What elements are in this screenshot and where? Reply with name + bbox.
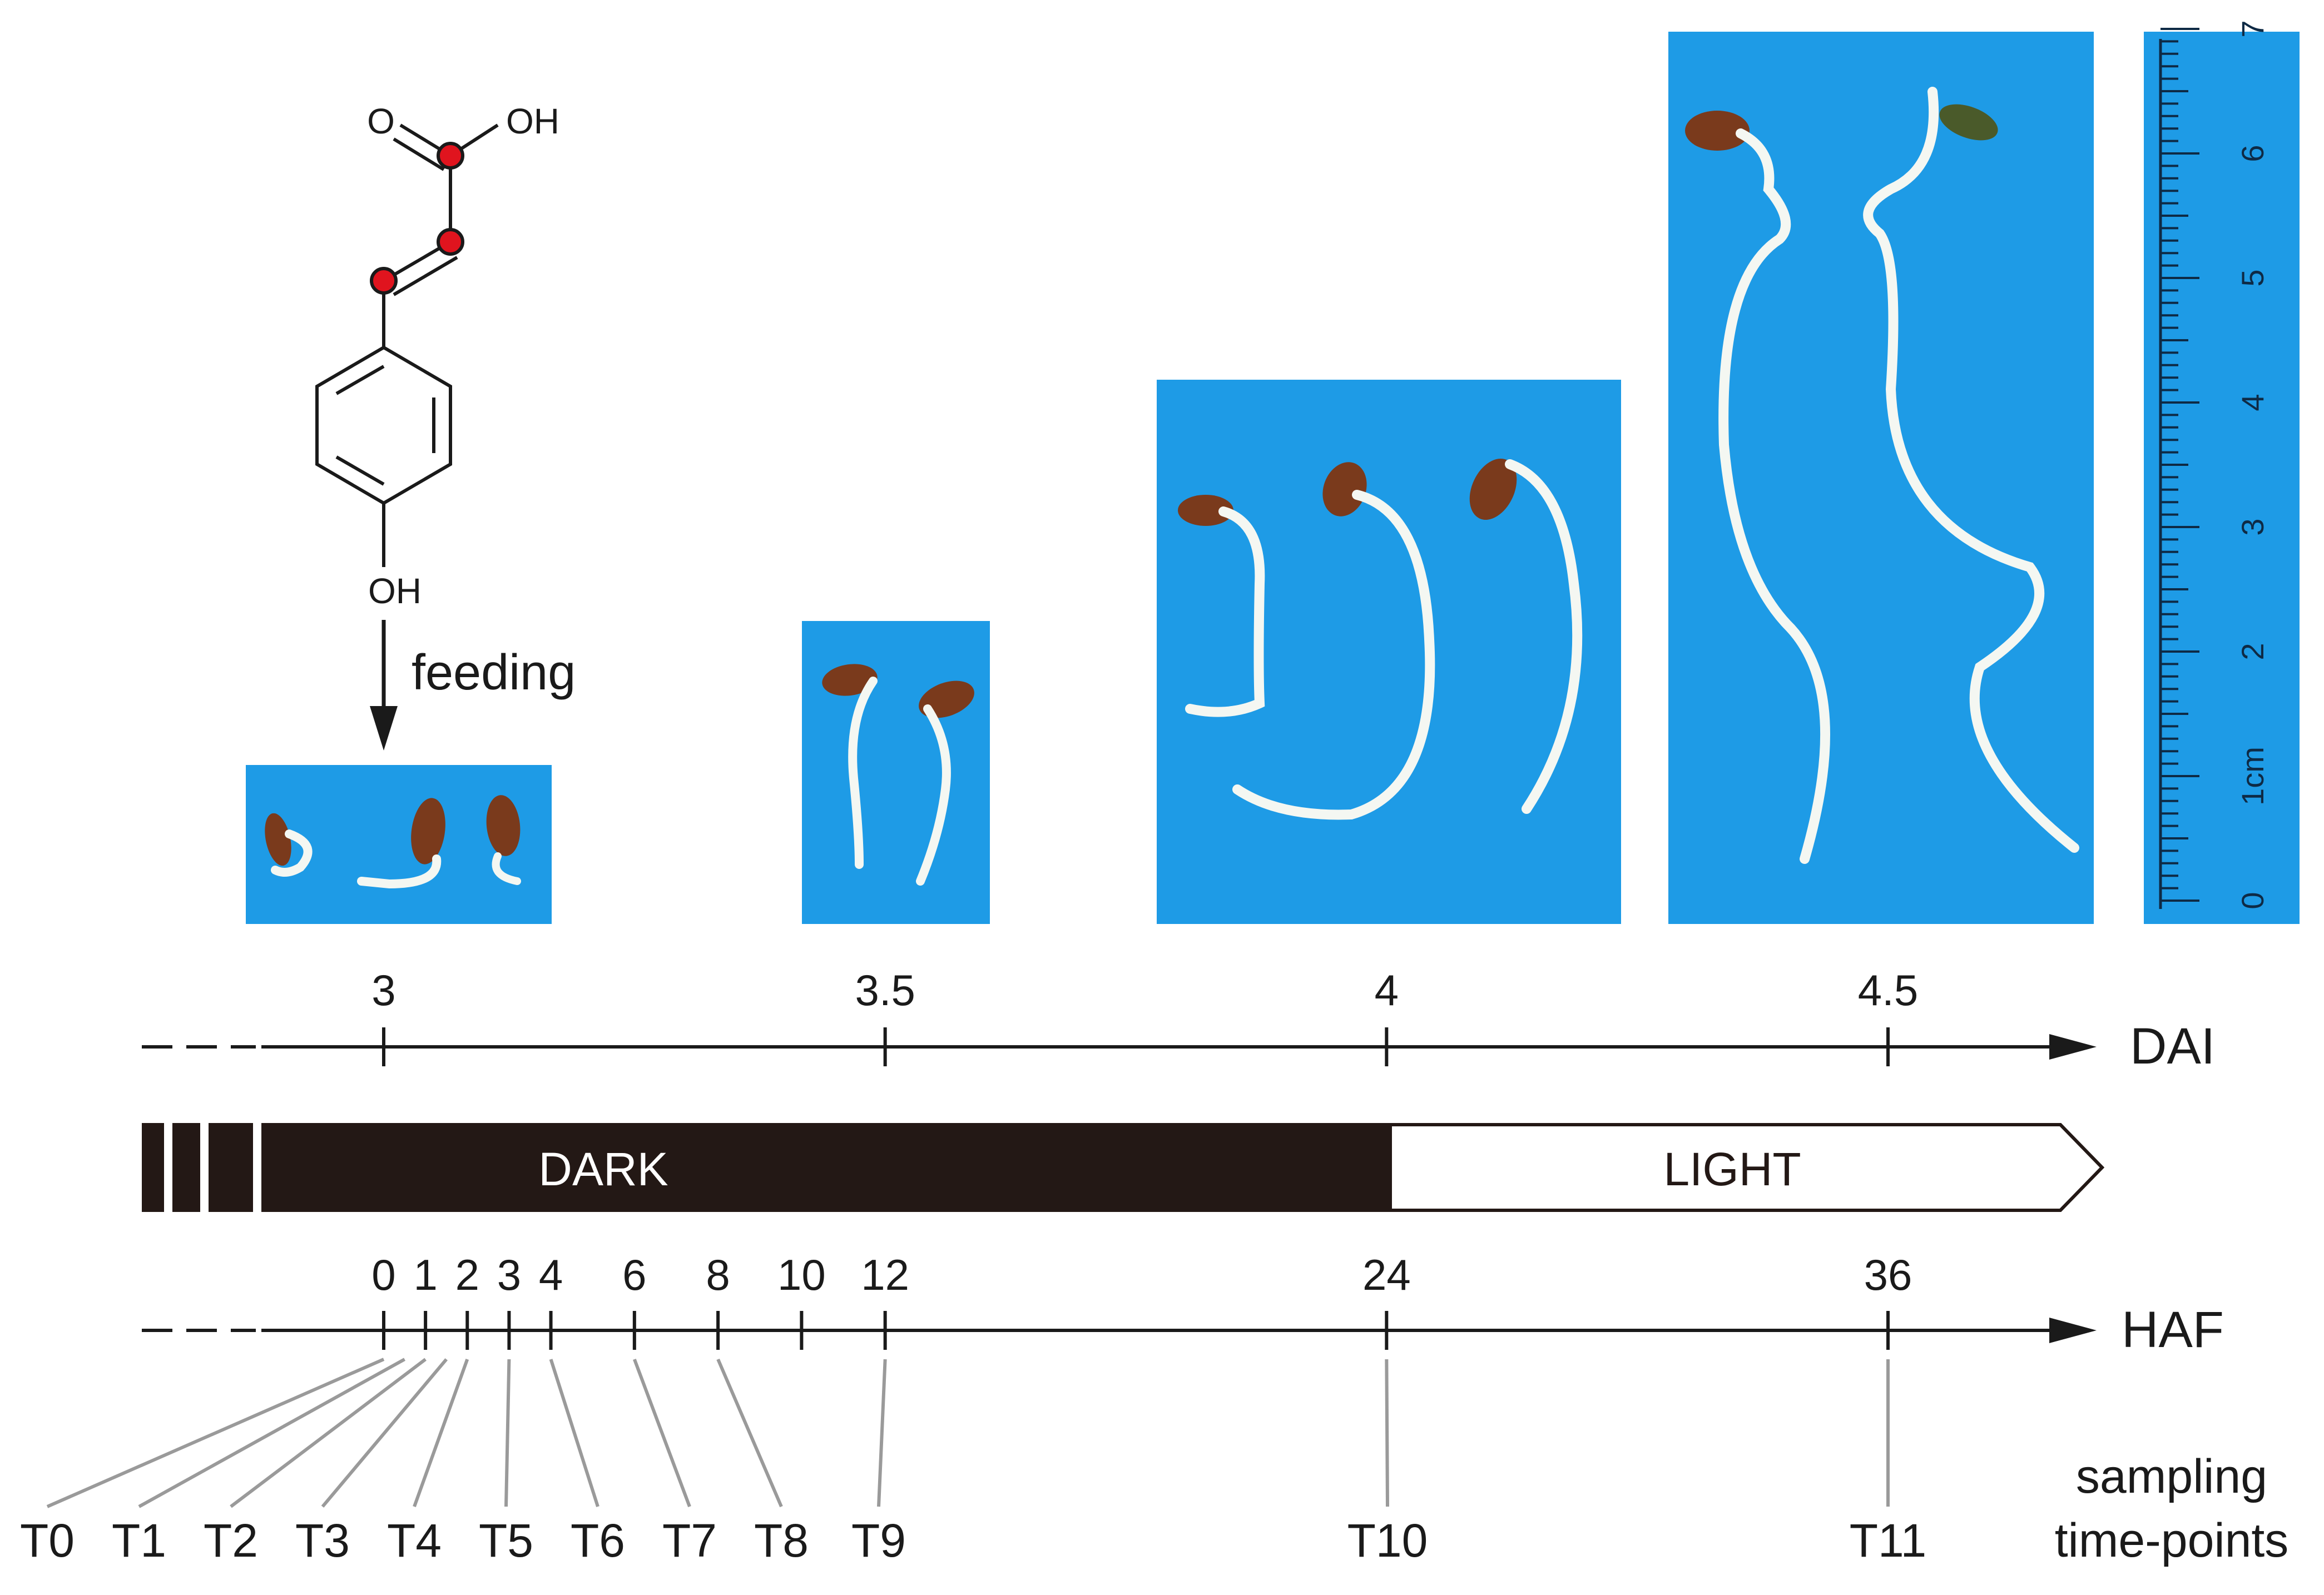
haf-tick-label-4: 4 (539, 1250, 563, 1299)
period-band: DARK LIGHT (142, 1123, 2105, 1212)
atom-label-o: O (367, 101, 395, 141)
sampling-connector-3 (321, 1358, 448, 1508)
ruler-label-1: 1cm (2235, 747, 2270, 806)
dark-band-stub-2 (172, 1123, 200, 1212)
haf-tick-label-2: 2 (455, 1250, 479, 1299)
dai-tick-label-1: 3.5 (855, 966, 915, 1015)
sampling-connector-6 (549, 1359, 599, 1507)
haf-axis-label: HAF (2122, 1301, 2224, 1358)
ruler-label-0: 0 (2235, 892, 2270, 909)
sampling-connector-4 (413, 1358, 469, 1508)
haf-tick-label-10: 36 (1864, 1250, 1912, 1299)
sampling-connector-1 (138, 1358, 406, 1508)
ruler-label-3: 3 (2235, 518, 2270, 535)
dai-axis-arrowhead (2049, 1034, 2097, 1060)
sampling-point-label-11: T11 (1850, 1514, 1927, 1567)
benzene-ring (315, 345, 452, 505)
sampling-point-label-7: T7 (662, 1514, 717, 1567)
ruler-label-6: 6 (2235, 145, 2270, 162)
sampling-connector-2 (230, 1358, 427, 1508)
ruler-label-7: 7 (2235, 20, 2270, 37)
sampling-connector-9 (877, 1359, 887, 1507)
sampling-connector-10 (1385, 1359, 1389, 1507)
atom-label-oh-phenol: OH (368, 571, 422, 611)
sampling-point-label-1: T1 (112, 1514, 166, 1567)
ruler-label-2: 2 (2235, 643, 2270, 660)
molecule-structure (315, 123, 499, 567)
dark-band-stub-1 (142, 1123, 164, 1212)
sampling-point-label-4: T4 (387, 1514, 442, 1567)
sampling-label-line2: time-points (2055, 1514, 2289, 1567)
labeled-carbon-1 (437, 142, 464, 170)
sampling-connector-5 (504, 1359, 511, 1507)
feeding-arrow (370, 620, 398, 751)
sampling-point-label-3: T3 (295, 1514, 350, 1567)
sampling-point-label-6: T6 (571, 1514, 625, 1567)
sampling-connector-0 (46, 1358, 385, 1508)
dark-label: DARK (538, 1143, 668, 1195)
haf-tick-label-6: 8 (706, 1250, 730, 1299)
photo-seedlings-3.5dai (802, 621, 990, 924)
dai-tick-label-3: 4.5 (1858, 966, 1918, 1015)
haf-tick-label-1: 1 (413, 1250, 437, 1299)
feeding-label: feeding (412, 645, 576, 700)
ruler-label-4: 4 (2235, 394, 2270, 411)
ruler-label-5: 5 (2235, 269, 2270, 286)
labeled-carbons (370, 142, 464, 295)
ring-inner-bond-3 (335, 455, 385, 486)
dai-axis-label: DAI (2130, 1018, 2215, 1075)
dai-axis: 3 3.5 4 4.5 DAI (142, 966, 2215, 1075)
labeled-carbon-3 (370, 267, 398, 295)
sampling-connector-7 (633, 1358, 691, 1508)
atom-label-oh-carboxyl: OH (506, 101, 559, 141)
haf-tick-label-9: 24 (1362, 1250, 1411, 1299)
bond-double-b (393, 256, 458, 296)
sampling-label-line1: sampling (2076, 1450, 2267, 1503)
haf-tick-label-8: 12 (861, 1250, 909, 1299)
light-period-bar (1389, 1123, 2105, 1212)
sampling-labels: T0 T1 T2 T3 T4 T5 T6 T7 T8 T9 T10 T11 (20, 1514, 1926, 1567)
haf-tick-label-3: 3 (497, 1250, 521, 1299)
dark-period-bar (261, 1123, 1390, 1212)
photo-seedlings-3dai (246, 765, 552, 924)
ring-inner-bond-1 (335, 365, 385, 395)
sampling-connector-8 (716, 1358, 783, 1508)
photo-seedlings-4dai (1157, 380, 1621, 924)
dai-tick-label-0: 3 (371, 966, 395, 1015)
haf-axis-arrowhead (2049, 1318, 2097, 1343)
light-label: LIGHT (1663, 1143, 1801, 1195)
sampling-point-label-9: T9 (851, 1514, 906, 1567)
sampling-point-label-2: T2 (204, 1514, 258, 1567)
haf-tick-label-7: 10 (777, 1250, 826, 1299)
photo-seedlings-4.5dai (1668, 32, 2094, 924)
sampling-point-label-8: T8 (754, 1514, 809, 1567)
haf-tick-label-5: 6 (622, 1250, 646, 1299)
labeled-carbon-2 (437, 228, 464, 256)
ruler: 0 1cm 2 3 4 5 6 7 (2144, 20, 2300, 924)
sampling-point-label-0: T0 (20, 1514, 75, 1567)
sampling-connectors (46, 1358, 1890, 1508)
sampling-point-label-10: T10 (1347, 1514, 1428, 1567)
dark-band-stub-3 (209, 1123, 253, 1212)
sampling-point-label-5: T5 (479, 1514, 533, 1567)
haf-tick-label-0: 0 (371, 1250, 395, 1299)
dai-tick-label-2: 4 (1375, 966, 1399, 1015)
bond-co-b (393, 137, 445, 171)
